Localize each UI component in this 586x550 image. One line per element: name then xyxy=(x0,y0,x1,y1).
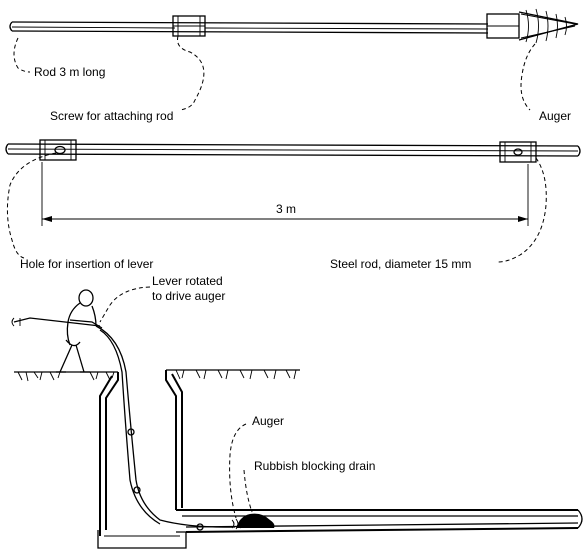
lever-hole xyxy=(54,145,66,155)
auger-bottom-callout xyxy=(229,423,247,519)
steel-rod-label: Steel rod, diameter 15 mm xyxy=(330,257,471,271)
rod-length-label: Rod 3 m long xyxy=(34,65,105,79)
auger-top-callout xyxy=(520,43,536,111)
rubbish-pile xyxy=(236,513,275,528)
worker-figure xyxy=(56,289,103,373)
hole-callout xyxy=(6,152,57,259)
lever-hole-right xyxy=(513,148,523,156)
steel-rod-callout xyxy=(497,157,547,263)
lever-label-line2: to drive auger xyxy=(152,289,225,303)
rod-line-a xyxy=(95,325,236,528)
lever-callout xyxy=(99,286,151,323)
lever-label-line1: Lever rotated xyxy=(152,274,223,288)
auger-head xyxy=(486,8,579,44)
rubbish-label: Rubbish blocking drain xyxy=(254,459,375,473)
rod-with-auger xyxy=(9,8,579,44)
rubbish-callout xyxy=(243,469,253,513)
dimension-label: 3 m xyxy=(276,202,296,216)
left-coupling xyxy=(39,139,77,161)
auger-top-label: Auger xyxy=(539,109,571,123)
screw-label: Screw for attaching rod xyxy=(50,109,173,123)
steel-rod xyxy=(5,139,581,163)
right-coupling xyxy=(499,141,537,163)
hole-label: Hole for insertion of lever xyxy=(20,257,153,271)
screw-callout xyxy=(177,35,205,111)
dimension-3m xyxy=(41,162,529,226)
manhole-shaft xyxy=(97,370,187,549)
lever-handle xyxy=(11,317,101,327)
auger-bottom-label: Auger xyxy=(252,414,284,428)
rod-line-b xyxy=(99,329,161,525)
ground-surface xyxy=(14,369,300,382)
screw-coupling xyxy=(172,15,206,37)
rod-length-callout xyxy=(13,37,31,73)
